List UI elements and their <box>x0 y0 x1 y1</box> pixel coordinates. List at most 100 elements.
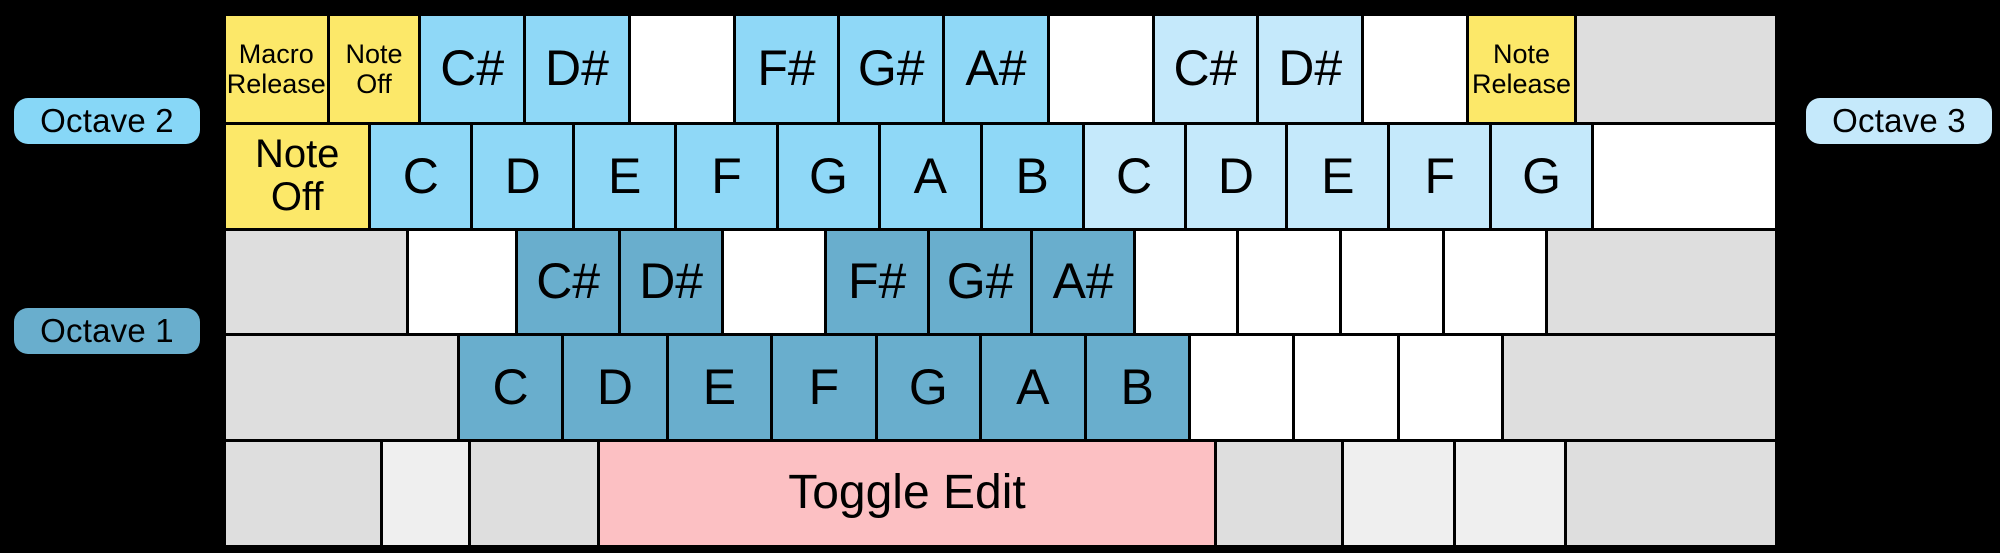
key-qwerty-row-12-g[interactable]: G <box>1492 124 1595 228</box>
key-number-row-7-a-sharp[interactable]: A# <box>945 16 1050 122</box>
key-number-row-6-g-sharp[interactable]: G# <box>840 16 946 122</box>
key-asdf-row-3-d-sharp[interactable]: D# <box>621 230 725 334</box>
key-asdf-row-6-g-sharp[interactable]: G# <box>930 230 1034 334</box>
key-zxcv-row-1-c[interactable]: C <box>459 336 565 440</box>
key-number-row-2-c-sharp[interactable]: C# <box>421 16 527 122</box>
key-asdf-row-2-c-sharp[interactable]: C# <box>518 230 622 334</box>
key-label: Off <box>270 175 324 220</box>
key-number-row-5-f-sharp[interactable]: F# <box>735 16 841 122</box>
key-number-row-10-d-sharp[interactable]: D# <box>1259 16 1365 122</box>
key-label: A <box>913 147 947 204</box>
key-label: C <box>1116 147 1153 204</box>
key-zxcv-row-6-a[interactable]: A <box>982 336 1087 440</box>
key-space-row-5-blank <box>1344 442 1456 545</box>
key-zxcv-row-4-f[interactable]: F <box>773 336 878 440</box>
key-qwerty-row-8-c[interactable]: C <box>1084 124 1187 228</box>
key-space-row-1-blank <box>383 442 471 545</box>
key-asdf-row-11-blank <box>1445 230 1549 334</box>
key-label: Toggle Edit <box>788 466 1026 520</box>
key-qwerty-row-13-blank <box>1594 124 1775 228</box>
key-label: D <box>1217 147 1255 204</box>
key-qwerty-row-1-c[interactable]: C <box>371 124 474 228</box>
key-label: Note <box>1492 38 1551 69</box>
key-zxcv-row-8-blank <box>1190 336 1296 440</box>
key-label: C# <box>1173 40 1238 97</box>
key-label: D# <box>545 40 609 97</box>
key-label: A# <box>1052 253 1114 310</box>
key-qwerty-row-6-a[interactable]: A <box>880 124 983 228</box>
key-space-row-3-toggle-edit[interactable]: Toggle Edit <box>600 442 1217 545</box>
key-asdf-row-5-f-sharp[interactable]: F# <box>827 230 931 334</box>
key-label: F# <box>757 40 816 97</box>
key-zxcv-row-3-e[interactable]: E <box>668 336 774 440</box>
key-label: F <box>1424 147 1456 204</box>
key-label: D# <box>1278 40 1343 97</box>
key-asdf-row-1-blank <box>409 230 519 334</box>
key-qwerty-row-10-e[interactable]: E <box>1288 124 1391 228</box>
keyboard-row-space-row: Toggle Edit <box>226 439 1775 545</box>
key-asdf-row-0-blank <box>226 230 410 334</box>
key-label: Release <box>1471 68 1572 99</box>
key-label: Note <box>345 38 403 69</box>
key-space-row-6-blank <box>1455 442 1568 545</box>
key-label: G <box>1522 147 1562 204</box>
key-label: E <box>1321 147 1355 204</box>
key-label: A# <box>965 40 1027 97</box>
key-label: D <box>596 359 634 416</box>
key-qwerty-row-2-d[interactable]: D <box>473 124 576 228</box>
key-label: B <box>1120 359 1154 416</box>
key-label: Note <box>254 132 340 176</box>
key-label: G# <box>857 40 925 97</box>
key-number-row-8-blank <box>1049 16 1155 122</box>
key-asdf-row-9-blank <box>1239 230 1343 334</box>
key-zxcv-row-7-b[interactable]: B <box>1086 336 1191 440</box>
key-label: Off <box>356 68 392 99</box>
key-number-row-3-d-sharp[interactable]: D# <box>526 16 631 122</box>
key-label: G <box>908 359 948 416</box>
key-space-row-0-blank <box>226 442 384 545</box>
key-label: Release <box>226 68 326 99</box>
key-label: D# <box>639 253 704 310</box>
key-asdf-row-10-blank <box>1342 230 1446 334</box>
key-number-row-13-blank <box>1577 16 1775 122</box>
key-label: F# <box>847 253 907 310</box>
key-asdf-row-4-blank <box>724 230 828 334</box>
octave-1-badge: Octave 1 <box>14 308 200 354</box>
key-qwerty-row-5-g[interactable]: G <box>778 124 881 228</box>
octave-2-badge: Octave 2 <box>14 98 200 144</box>
key-label: A <box>1016 359 1050 416</box>
key-label: G <box>808 147 848 204</box>
key-space-row-4-blank <box>1216 442 1345 545</box>
key-label: C# <box>536 253 601 310</box>
key-asdf-row-12-blank <box>1548 230 1775 334</box>
key-zxcv-row-5-g[interactable]: G <box>877 336 983 440</box>
key-asdf-row-7-a-sharp[interactable]: A# <box>1033 230 1137 334</box>
octave-3-badge: Octave 3 <box>1806 98 1992 144</box>
key-qwerty-row-11-f[interactable]: F <box>1390 124 1493 228</box>
key-zxcv-row-9-blank <box>1295 336 1400 440</box>
key-number-row-9-c-sharp[interactable]: C# <box>1154 16 1260 122</box>
key-zxcv-row-0-blank <box>226 336 460 440</box>
key-label: C# <box>440 40 505 97</box>
key-label: E <box>607 147 642 204</box>
key-zxcv-row-2-d[interactable]: D <box>564 336 669 440</box>
key-qwerty-row-9-d[interactable]: D <box>1186 124 1289 228</box>
key-label: C <box>402 147 439 204</box>
key-qwerty-row-7-b[interactable]: B <box>982 124 1085 228</box>
keyboard-row-asdf-row: C# D# F# G# A# <box>226 227 1775 334</box>
key-label: Macro <box>238 38 314 69</box>
key-qwerty-row-4-f[interactable]: F <box>677 124 779 228</box>
key-zxcv-row-10-blank <box>1399 336 1505 440</box>
key-qwerty-row-3-e[interactable]: E <box>575 124 678 228</box>
key-zxcv-row-11-blank <box>1504 336 1775 440</box>
key-label: D <box>504 147 541 204</box>
key-space-row-7-blank <box>1567 442 1775 545</box>
